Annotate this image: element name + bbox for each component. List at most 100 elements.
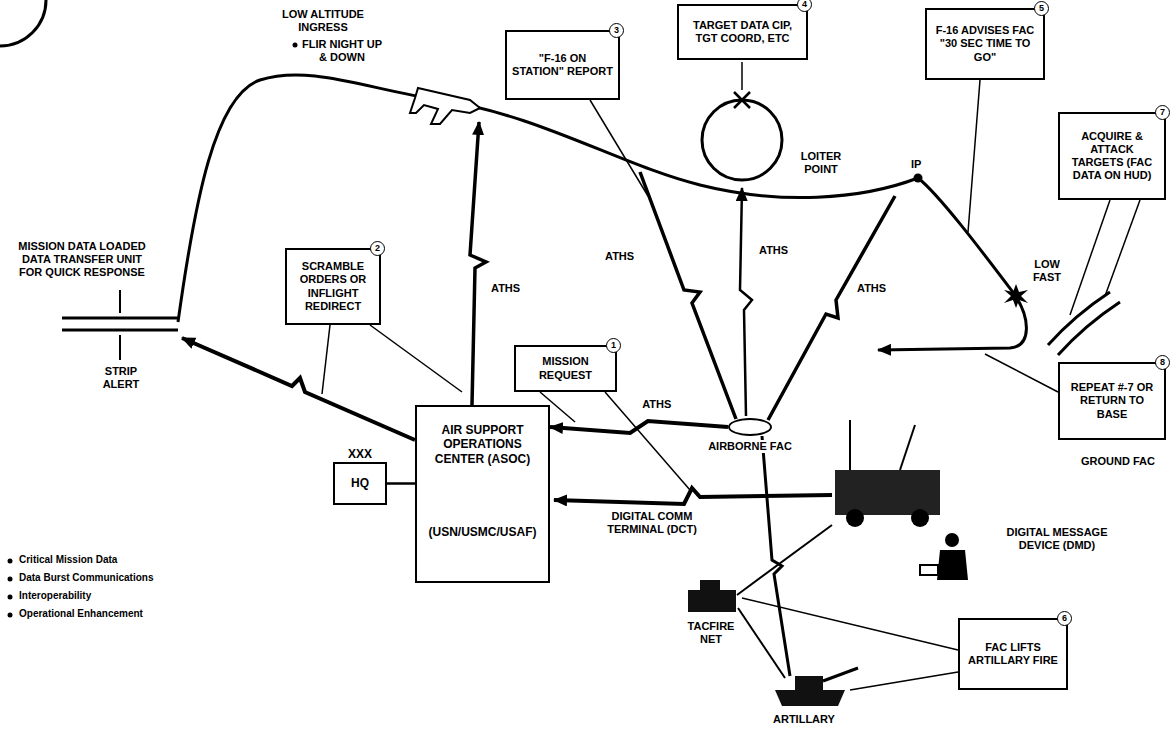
annotation-label: ATHS <box>604 250 635 263</box>
callout-box: REPEAT #-7 OR RETURN TO BASE8 <box>1058 362 1166 440</box>
leader-line <box>968 80 980 232</box>
annotation-label: ARTILLARY <box>772 713 836 726</box>
callout-box: F-16 ADVISES FAC "30 SEC TIME TO GO"5 <box>925 8 1045 80</box>
annotation-label: LOITER POINT <box>792 150 850 176</box>
callout-number: 1 <box>606 338 621 353</box>
vehicle-wheel <box>846 509 864 527</box>
box-text: FAC LIFTS ARTILLARY FIRE <box>965 641 1061 667</box>
annotation-label: GROUND FAC <box>1080 455 1156 468</box>
headquarters-box: XXXHQ <box>333 462 387 505</box>
callout-number: 2 <box>370 241 385 256</box>
tacfire-vehicle <box>700 580 720 590</box>
bullet-dot <box>8 577 13 582</box>
leader-line <box>1070 200 1110 315</box>
vehicle-wheel <box>911 509 929 527</box>
note-item: Interoperability <box>18 590 92 602</box>
callout-box: MISSION REQUEST1 <box>514 345 617 392</box>
box-text: ACQUIRE & ATTACK TARGETS (FAC DATA ON HU… <box>1065 130 1159 183</box>
leader-line <box>119 335 121 360</box>
artillery-barrel <box>823 668 858 681</box>
service-text: (USN/USMC/USAF) <box>421 525 544 539</box>
tacfire-link <box>737 525 832 595</box>
datalink-bolt <box>182 338 415 440</box>
annotation-label: FLIR NIGHT UP & DOWN <box>300 38 384 64</box>
leader-line <box>850 672 958 690</box>
box-text: AIR SUPPORT OPERATIONS CENTER (ASOC) <box>423 423 542 466</box>
leader-line <box>1105 200 1140 296</box>
box-text: TARGET DATA CIP, TGT COORD, ETC <box>684 19 801 45</box>
node-name: AIRBORNE FAC <box>706 440 794 453</box>
leader-line <box>741 62 743 90</box>
box-text: REPEAT #-7 OR RETURN TO BASE <box>1065 381 1159 421</box>
tacfire-vehicle <box>688 590 736 612</box>
box-text: HQ <box>351 476 369 490</box>
bullet-dot <box>8 595 13 600</box>
annotation-label: IP <box>910 158 922 171</box>
target-arc <box>1058 302 1120 355</box>
leader-line <box>985 354 1058 392</box>
datalink-bolt <box>762 436 790 676</box>
datalink-bolt <box>768 196 895 420</box>
callout-number: 6 <box>1057 611 1072 626</box>
message-device <box>920 565 938 575</box>
leader-line <box>322 325 330 394</box>
callout-number: 3 <box>609 23 624 38</box>
box-text: MISSION REQUEST <box>521 355 610 381</box>
bullet-dot <box>8 559 13 564</box>
box-text: "F-16 ON STATION" REPORT <box>512 52 613 78</box>
datalink-bolt <box>740 188 752 416</box>
annotation-label: LOW ALTITUDE INGRESS <box>272 8 374 34</box>
box-text: SCRAMBLE ORDERS OR INFLIGHT REDIRECT <box>292 260 374 313</box>
operator-head <box>945 533 959 547</box>
flight-path <box>178 75 1026 350</box>
runway-line <box>62 317 178 320</box>
annotation-label: DIGITAL MESSAGE DEVICE (DMD) <box>1000 526 1114 552</box>
datalink-bolt <box>640 172 736 419</box>
leader-line <box>370 325 462 392</box>
ground-fac-vehicle <box>835 470 940 515</box>
artillery-turret <box>795 676 823 690</box>
operator-body <box>937 550 968 580</box>
leader-line <box>119 290 121 313</box>
callout-number: 7 <box>1155 105 1170 120</box>
antenna <box>849 420 851 470</box>
target-arc <box>1048 292 1110 345</box>
annotation-label: ATHS <box>856 282 887 295</box>
annotation-label: ATHS <box>758 244 789 257</box>
airborne-fac-ellipse: AIRBORNE FAC <box>728 418 772 436</box>
tacfire-link <box>738 608 785 678</box>
note-item: Data Burst Communications <box>18 572 154 584</box>
annotation-label: TACFIRE NET <box>680 620 742 646</box>
callout-number: 8 <box>1155 355 1170 370</box>
connector-label: ATHS <box>641 398 672 411</box>
operations-center-box: AIR SUPPORT OPERATIONS CENTER (ASOC) (USN… <box>415 405 550 583</box>
runway-line <box>62 329 178 332</box>
annotation-label: LOW FAST <box>1028 258 1066 284</box>
datalink-bolt <box>470 122 486 405</box>
artillery-hull <box>775 690 845 706</box>
leader-line <box>605 392 690 490</box>
callout-box: TARGET DATA CIP, TGT COORD, ETC4 <box>677 4 808 60</box>
echelon-mark: XXX <box>325 447 395 461</box>
bullet-dot <box>293 43 298 48</box>
datalink-bolt <box>554 488 832 504</box>
leader-line <box>590 100 648 196</box>
loiter-circle <box>702 100 782 180</box>
annotation-label: MISSION DATA LOADED DATA TRANSFER UNIT F… <box>10 240 154 280</box>
loiter-mark <box>734 92 750 108</box>
attack-burst <box>1004 284 1028 308</box>
connector-line <box>387 482 415 485</box>
antenna <box>900 425 915 470</box>
leader-line <box>742 598 958 650</box>
box-text: F-16 ADVISES FAC "30 SEC TIME TO GO" <box>932 24 1038 64</box>
note-item: Critical Mission Data <box>18 554 118 566</box>
loiter-mark <box>734 92 750 108</box>
callout-box: ACQUIRE & ATTACK TARGETS (FAC DATA ON HU… <box>1058 112 1166 200</box>
note-item: Operational Enhancement <box>18 608 144 620</box>
callout-number: 4 <box>797 0 812 12</box>
callout-number: 5 <box>1034 1 1049 16</box>
annotation-label: STRIP ALERT <box>96 365 146 391</box>
ip-dot <box>914 174 923 183</box>
callout-box: SCRAMBLE ORDERS OR INFLIGHT REDIRECT2 <box>285 248 381 325</box>
